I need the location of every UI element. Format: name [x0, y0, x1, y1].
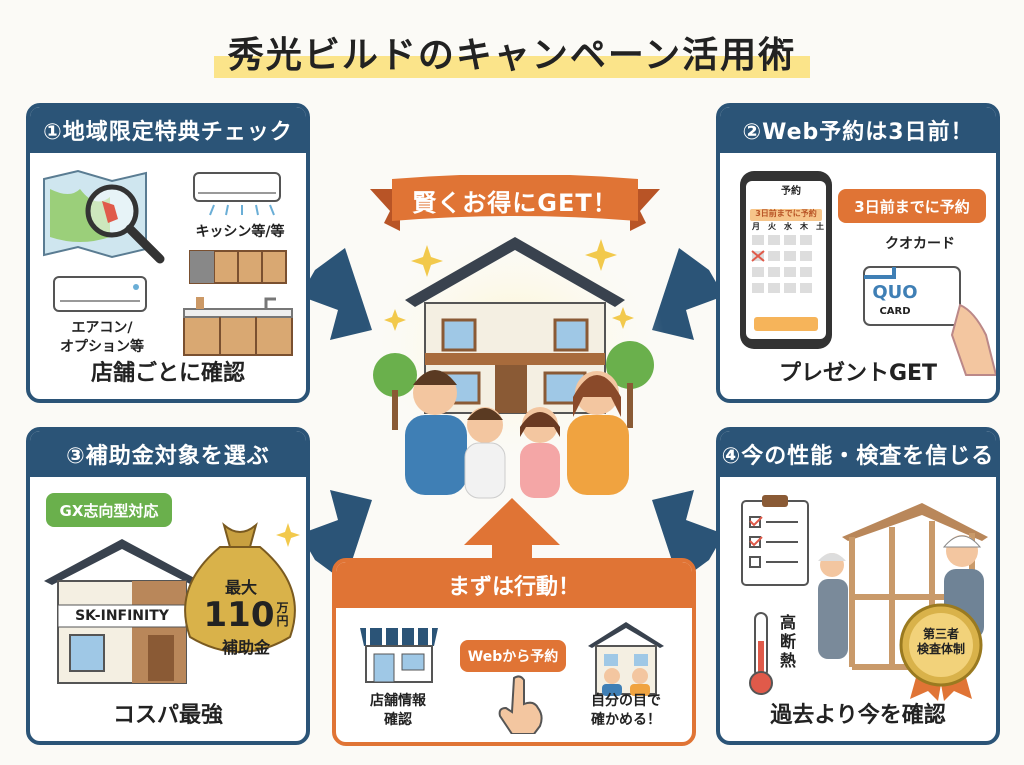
phone-day: 月	[752, 222, 760, 231]
eye-label-2: 確かめる！	[591, 711, 661, 728]
quo-card-icon	[863, 266, 996, 376]
panel-subsidy: ③補助金対象を選ぶ GX志向型対応 SK-INFINITY 最大 110 万 円…	[26, 427, 310, 745]
center-banner: 賢くお得にGET！	[370, 175, 660, 235]
store-icon	[360, 628, 438, 683]
panel-3-footer: コスパ最強	[112, 703, 223, 728]
phone-day: 火	[768, 222, 776, 231]
arrow-top-left-icon	[300, 248, 372, 340]
panel-performance-inspection: ④今の性能・検査を信じる 高 断 熱 第三者 検	[716, 427, 1000, 745]
medal-icon	[899, 603, 983, 701]
title-area: 秀光ビルドのキャンペーン活用術	[0, 26, 1024, 78]
map-magnifier-icon	[43, 169, 165, 264]
aircon-label-2: オプション等	[60, 338, 144, 355]
pointing-hand-icon	[498, 675, 543, 734]
phone-day: 土	[816, 222, 824, 231]
bag-line-1: 最大	[224, 578, 257, 597]
arrow-bottom-left-icon	[300, 490, 372, 582]
system-kitchen-icon	[183, 297, 293, 356]
panel-2-footer: プレゼントGET	[778, 361, 938, 386]
store-label-1: 店舗情報	[370, 693, 426, 709]
gx-badge: GX志向型対応	[46, 493, 172, 527]
air-conditioner-icon	[193, 172, 281, 216]
kitchen-cabinet-icon	[189, 250, 287, 284]
house-sign: SK-INFINITY	[75, 608, 169, 624]
quo-card-brand: QUO	[872, 282, 918, 303]
phone-day: 水	[784, 222, 792, 231]
banner-label: 賢くお得にGET！	[412, 188, 618, 217]
arrow-up-icon	[464, 498, 560, 560]
panel-4-footer: 過去より今を確認	[770, 703, 946, 728]
medal-line-2: 検査体制	[916, 642, 965, 656]
action-heading: まずは行動！	[336, 562, 692, 608]
reservation-callout: 3日前までに予約	[838, 189, 986, 223]
bag-amount: 110	[203, 595, 275, 635]
panel-regional-benefits: ①地域限定特典チェック キッシン等/等 エアコン/ オプション等 店舗ごとに確認	[26, 103, 310, 403]
panel-4-heading: ④今の性能・検査を信じる	[720, 431, 996, 477]
ribbon-shape	[370, 175, 660, 231]
eye-label-1: 自分の目で	[591, 693, 661, 709]
phone-title: 予約	[781, 186, 801, 197]
kitchen-label: キッシン等/等	[195, 224, 285, 240]
panel-2-heading: ②Web予約は3日前！	[720, 107, 996, 153]
page-title: 秀光ビルドのキャンペーン活用術	[213, 26, 811, 78]
smartphone-calendar-icon	[740, 171, 832, 349]
arrow-bottom-right-icon	[652, 490, 724, 582]
phone-day: 木	[800, 222, 808, 231]
web-reserve-pill: Webから予約	[460, 640, 566, 672]
arrow-top-right-icon	[652, 248, 724, 340]
bag-amount-row: 110 万 円	[196, 595, 296, 635]
quo-card-label: クオカード	[885, 236, 955, 252]
panel-1-footer: 店舗ごとに確認	[90, 361, 245, 386]
phone-days-row: 月 火 水 木 土	[752, 221, 824, 232]
clipboard-checklist-icon	[741, 495, 809, 586]
store-label-2: 確認	[384, 711, 412, 728]
thermo-char-1: 高	[779, 613, 796, 632]
center-house-illustration	[365, 225, 665, 499]
bag-unit-1: 万	[276, 600, 289, 615]
aircon-label-1: エアコン/	[71, 320, 133, 336]
bag-line-3: 補助金	[221, 638, 270, 657]
air-conditioner-option-icon	[53, 276, 147, 312]
subsidy-house-icon	[44, 539, 200, 684]
thermometer-icon	[749, 612, 773, 695]
bag-unit-2: 円	[276, 614, 289, 628]
thermo-char-3: 熱	[779, 651, 796, 671]
money-bag-icon	[184, 522, 300, 653]
panel-web-reservation: ②Web予約は3日前！ 予約 3日前までに予約 月 火 水 木 土 3日前までに…	[716, 103, 1000, 403]
action-panel: まずは行動！ 店舗情報 確認 Webから予約 自分の目で 確かめる！	[332, 558, 696, 746]
visit-house-icon	[588, 622, 664, 696]
quo-card-sub: CARD	[879, 306, 911, 317]
panel-3-heading: ③補助金対象を選ぶ	[30, 431, 306, 477]
panel-1-heading: ①地域限定特典チェック	[30, 107, 306, 153]
thermo-char-2: 断	[779, 632, 796, 652]
phone-banner: 3日前までに予約	[755, 209, 817, 218]
medal-line-1: 第三者	[922, 627, 959, 641]
